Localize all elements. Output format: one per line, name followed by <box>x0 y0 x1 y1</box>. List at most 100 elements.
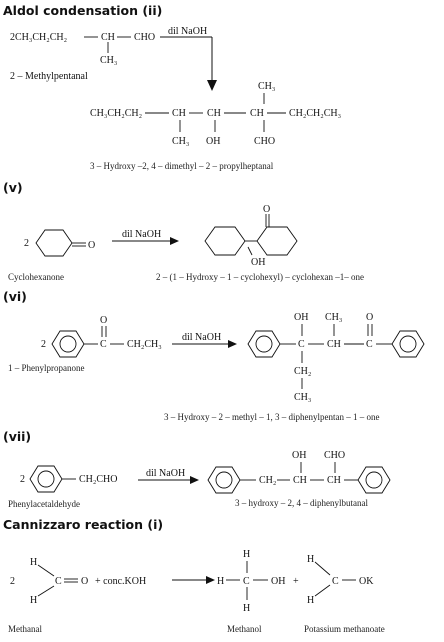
product-carbon-2: C <box>366 339 373 350</box>
benzene-ring <box>247 330 281 358</box>
formate-ok: OK <box>359 576 374 587</box>
bond <box>314 584 331 597</box>
product-ch-1: CH <box>293 475 307 486</box>
methanol-h-top: H <box>243 549 250 560</box>
carbonyl-oxygen: O <box>88 240 95 251</box>
bond <box>247 246 253 256</box>
section-v: (v) 2 O dil NaOH OH O Cyclohexanone 2 – … <box>3 180 364 282</box>
reactant-name: Phenylacetaldehyde <box>8 499 80 509</box>
product-ch: CH <box>327 339 341 350</box>
product-carbonyl-oxygen: O <box>263 204 270 215</box>
reactant-chain: CH₂CHO <box>79 474 118 485</box>
heading-vii: (vii) <box>3 429 31 444</box>
section-vii: (vii) 2 CH₂CHO dil NaOH CH₂ CH OH CH CHO… <box>3 429 391 509</box>
heading-v: (v) <box>3 180 23 195</box>
product-oxygen: O <box>366 312 373 323</box>
product-ch-1: CH <box>172 108 186 119</box>
coefficient: 2 <box>20 474 25 485</box>
product-ethyl-ch3: CH₃ <box>294 392 311 403</box>
section-aldol-ii: Aldol condensation (ii) 2CH₃CH₂CH₂ CH CH… <box>3 3 341 171</box>
reagent-label: dil NaOH <box>168 26 207 37</box>
product-methyl-top: CH₃ <box>258 81 275 92</box>
product-carbon-1: C <box>298 339 305 350</box>
product-ch-2: CH <box>207 108 221 119</box>
product-aldehyde: CHO <box>324 450 345 461</box>
reactant-methyl: CH₃ <box>100 55 117 66</box>
name-methanol: Methanol <box>227 624 262 634</box>
methanol-h-bottom: H <box>243 603 250 614</box>
product-name: 3 – hydroxy – 2, 4 – diphenylbutanal <box>235 498 368 508</box>
reactant-carbon: C <box>100 339 107 350</box>
bond <box>314 561 331 576</box>
formate-h-bottom: H <box>307 595 314 606</box>
reagent-label: dil NaOH <box>146 468 185 479</box>
aromatic-circle <box>215 471 233 489</box>
coefficient: 2 <box>10 576 15 587</box>
methanal-h-top: H <box>30 557 37 568</box>
methanal-h-bottom: H <box>30 595 37 606</box>
reactant-name: Cyclohexanone <box>8 272 64 282</box>
reactant-name: 2 – Methylpentanal <box>10 71 88 82</box>
arrow-head <box>190 476 199 484</box>
reactant-ch: CH <box>101 32 115 43</box>
product-methyl-bottom: CH₃ <box>172 136 189 147</box>
coefficient: 2 <box>24 238 29 249</box>
reactant-oxygen: O <box>100 315 107 326</box>
product-ch-2: CH <box>327 475 341 486</box>
formate-carbon: C <box>332 576 339 587</box>
arrow-head <box>228 340 237 348</box>
name-potassium-methanoate: Potassium methanoate <box>304 624 385 634</box>
cyclohexyl-ring <box>204 226 246 256</box>
benzene-ring <box>357 466 391 494</box>
product-hydroxyl: OH <box>206 136 220 147</box>
product-name: 2 – (1 – Hydroxy – 1 – cyclohexyl) – cyc… <box>156 272 364 282</box>
reactant-chain: CH₂CH₃ <box>127 339 162 350</box>
product-hydroxyl: OH <box>294 312 308 323</box>
arrow-head <box>207 80 217 91</box>
heading-aldol-ii: Aldol condensation (ii) <box>3 3 162 18</box>
methanol-h-left: H <box>217 576 224 587</box>
heading-vi: (vi) <box>3 289 27 304</box>
reagent-label: + conc.KOH <box>95 576 146 587</box>
product-ethyl-ch2: CH₂ <box>294 366 311 377</box>
cyclohexanone-ring <box>35 229 73 257</box>
formate-h-top: H <box>307 554 314 565</box>
product-hydroxyl: OH <box>292 450 306 461</box>
heading-cannizzaro: Cannizzaro reaction (i) <box>3 517 163 532</box>
product-ch2: CH₂ <box>259 475 276 486</box>
product-name: 3 – Hydroxy –2, 4 – dimethyl – 2 – propy… <box>90 161 274 171</box>
arrow-head <box>170 237 179 245</box>
methanal-oxygen: O <box>81 576 88 587</box>
product-ch-3: CH <box>250 108 264 119</box>
aromatic-circle <box>399 335 417 353</box>
benzene-ring <box>51 330 85 358</box>
bond <box>37 564 55 577</box>
reagent-label: dil NaOH <box>122 229 161 240</box>
plus-sign: + <box>293 576 299 587</box>
section-cannizzaro: Cannizzaro reaction (i) 2 H H C O + conc… <box>3 517 385 634</box>
methanal-carbon: C <box>55 576 62 587</box>
benzene-ring <box>29 465 63 493</box>
reagent-label: dil NaOH <box>182 332 221 343</box>
aromatic-circle <box>365 471 383 489</box>
product-methyl: CH₃ <box>325 312 342 323</box>
product-aldehyde: CHO <box>254 136 275 147</box>
product-chain-left: CH₃CH₂CH₂ <box>90 108 142 119</box>
section-vi: (vi) 2 C O CH₂CH₃ dil NaOH C OH CH CH₃ C… <box>3 289 425 422</box>
coefficient: 2 <box>41 339 46 350</box>
arrow-head <box>206 576 215 584</box>
product-name: 3 – Hydroxy – 2 – methyl – 1, 3 – diphen… <box>164 412 379 422</box>
methanol-carbon: C <box>243 576 250 587</box>
name-methanal: Methanal <box>8 624 42 634</box>
reactant-name: 1 – Phenylpropanone <box>8 363 85 373</box>
benzene-ring <box>207 466 241 494</box>
aromatic-circle <box>37 470 55 488</box>
reactant-chain: 2CH₃CH₂CH₂ <box>10 32 67 43</box>
methanol-hydroxyl: OH <box>271 576 285 587</box>
benzene-ring <box>391 330 425 358</box>
aromatic-circle <box>255 335 273 353</box>
aromatic-circle <box>59 335 77 353</box>
product-chain-right: CH₂CH₂CH₃ <box>289 108 341 119</box>
